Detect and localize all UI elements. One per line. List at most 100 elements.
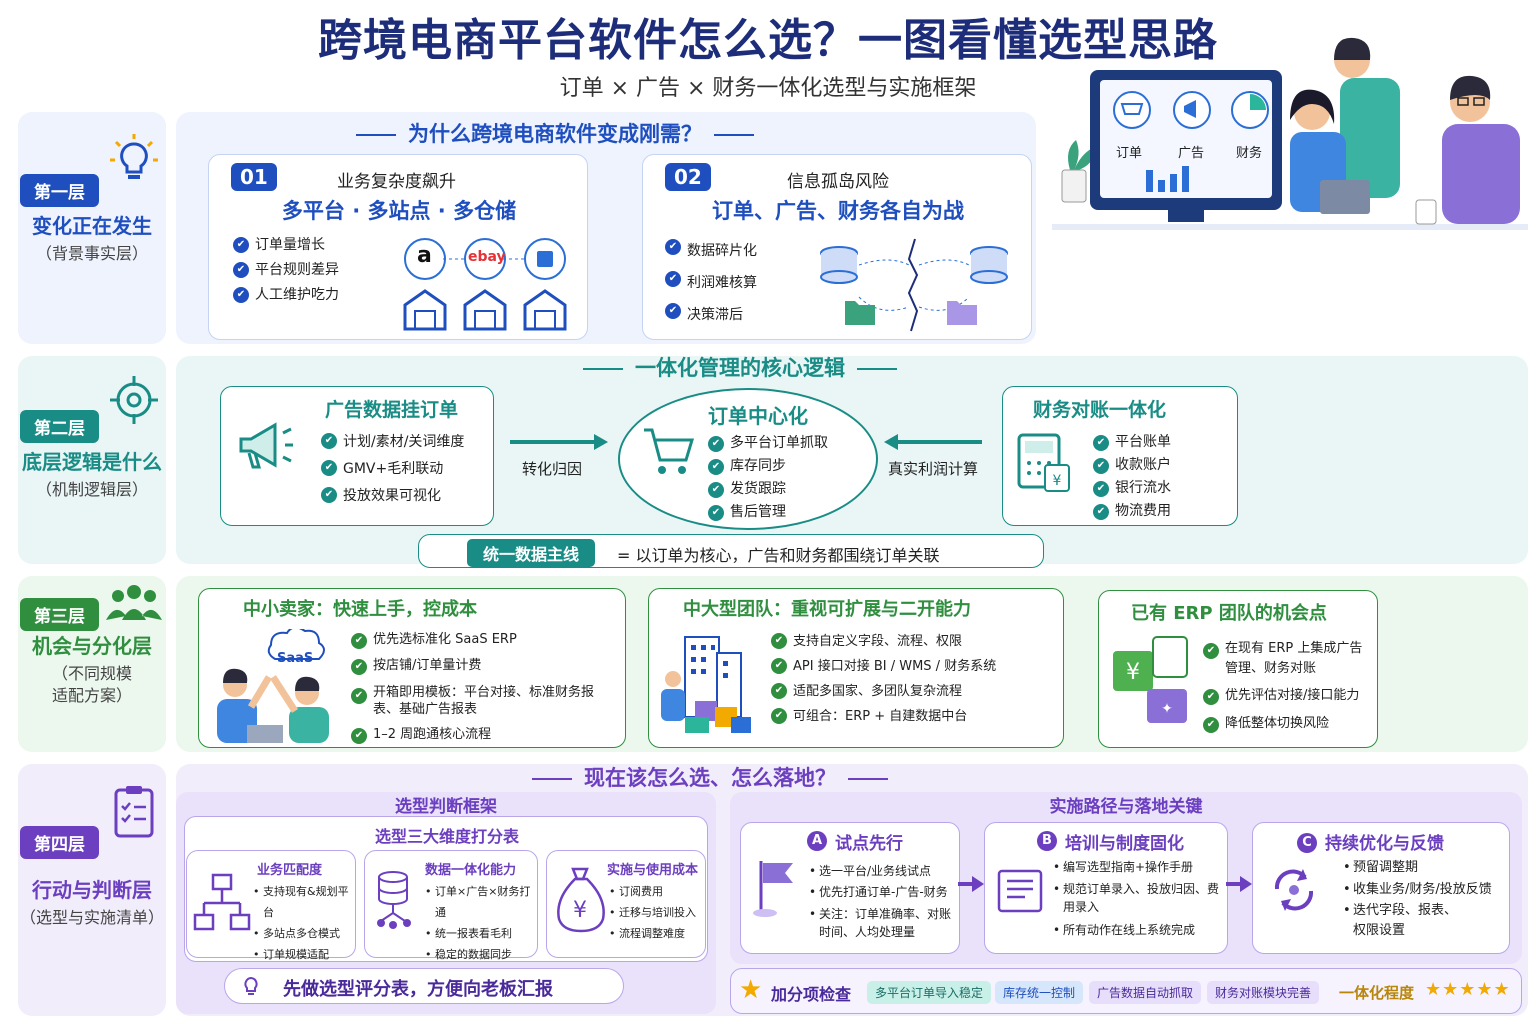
layer2-sidebar: 第二层 底层逻辑是什么 （机制逻辑层）	[18, 356, 166, 564]
cycle-gear-icon	[1274, 869, 1314, 911]
list-item: 按店铺/订单量计费	[351, 655, 617, 677]
list-item: 所有动作在线上系统完成	[1051, 920, 1223, 941]
list-item: 统一报表看毛利	[423, 923, 537, 944]
scorecard-title: 选型三大维度打分表	[374, 827, 519, 846]
list-item: 收款账户	[1093, 454, 1171, 477]
existing-erp-card: 已有 ERP 团队的机会点 ¥✦ 在现有 ERP 上集成广告管理、财务对账 优先…	[1098, 590, 1378, 748]
large-team-card: 中大型团队：重视可扩展与二开能力 支持自定义字段、流程、权限 API 接口对接 …	[648, 588, 1064, 748]
step-title: 持续优化与反馈	[1325, 834, 1444, 854]
step-letter: C	[1297, 833, 1317, 853]
list-item: 优先选标准化 SaaS ERP	[351, 629, 617, 651]
page-title: 跨境电商平台软件怎么选？一图看懂选型思路	[318, 15, 1218, 66]
small-seller-list: 优先选标准化 SaaS ERP 按店铺/订单量计费 开箱即用模板：平台对接、标准…	[351, 629, 617, 746]
finance-card: ¥ 财务对账一体化 平台账单 收款账户 银行流水 物流费用	[1002, 386, 1238, 526]
dimension-cost: ¥ 实施与使用成本 订阅费用 迁移与培训投入 流程调整难度	[546, 850, 706, 958]
silo-list: 数据碎片化 利润难核算 决策滞后	[665, 235, 757, 331]
path-panel: 实施路径与落地关键 A 试点先行 选一平台/业务线试点 优先打通订单-广告-财务…	[730, 792, 1522, 964]
page-subtitle: 订单 × 广告 × 财务一体化选型与实施框架	[559, 76, 977, 101]
bonus-tag: 库存统一控制	[995, 981, 1084, 1004]
framework-title: 选型判断框架	[395, 797, 497, 817]
layer1-sidebar: 第一层 变化正在发生 （背景事实层）	[18, 112, 166, 344]
layer2-heading-text: 一体化管理的核心逻辑	[635, 356, 845, 380]
layer3-sidebar: 第三层 机会与分化层 （不同规模 适配方案）	[18, 576, 166, 752]
list-item: 适配多国家、多团队复杂流程	[771, 679, 996, 704]
list-item: 1–2 周跑通核心流程	[351, 724, 617, 746]
layer1-name: 变化正在发生	[32, 214, 152, 238]
list-item: 规范订单录入、投放归因、费用录入	[1051, 880, 1223, 916]
calculator-icon: ¥	[1017, 433, 1070, 492]
list-item: 决策滞后	[665, 299, 757, 331]
list-item: 计划/素材/关词维度	[321, 429, 464, 456]
hero-illustration: 订单 广告 财务	[1050, 20, 1530, 232]
dimension-list: 订单×广告×财务打通 统一报表看毛利 稳定的数据同步	[423, 881, 537, 965]
list-item: 可组合：ERP + 自建数据中台	[771, 704, 996, 729]
list-item: 订单量增长	[233, 233, 339, 258]
bonus-tag: 广告数据自动抓取	[1089, 981, 1202, 1004]
list-item: 售后管理	[708, 501, 828, 524]
puzzle-icon: ¥✦	[1113, 636, 1188, 723]
high-five-icon	[217, 629, 329, 743]
list-item: 多站点多仓模式	[251, 923, 355, 944]
platform-warehouse-icons	[403, 238, 567, 331]
framework-panel: 选型判断框架 选型三大维度打分表 业务匹配度 支持现有&规划平台 多站点多仓模式…	[176, 792, 716, 1014]
step-letter: B	[1037, 831, 1057, 851]
step-a-card: A 试点先行 选一平台/业务线试点 优先打通订单-广告-财务 关注：订单准确率、…	[740, 822, 960, 954]
list-item: 预留调整期	[1341, 857, 1507, 879]
lightbulb-icon	[244, 976, 258, 995]
card-number: 02	[665, 163, 711, 191]
list-item: 平台账单	[1093, 431, 1171, 454]
list-item: GMV+毛利联动	[321, 456, 464, 483]
saas-label: SaaS	[277, 651, 314, 666]
complexity-list: 订单量增长 平台规则差异 人工维护吃力	[233, 233, 339, 308]
lightbulb-icon	[110, 134, 159, 179]
layer1-card-silo: 02 信息孤岛风险 订单、广告、财务各自为战 数据碎片化 利润难核算 决策滞后	[642, 154, 1032, 340]
card-title: 信息孤岛风险	[787, 172, 889, 192]
list-item: 数据碎片化	[665, 235, 757, 267]
ebay-logo: ebay	[468, 249, 506, 265]
small-seller-title: 中小卖家：快速上手，控成本	[243, 599, 477, 620]
layer1-badge: 第一层	[19, 174, 99, 207]
step-list: 预留调整期 收集业务/财务/投放反馈 迭代字段、报表、权限设置	[1341, 857, 1507, 941]
list-item: 库存同步	[708, 455, 828, 478]
path-title: 实施路径与落地关键	[1049, 797, 1203, 817]
large-team-list: 支持自定义字段、流程、权限 API 接口对接 BI / WMS / 财务系统 适…	[771, 629, 996, 729]
cart-icon	[644, 428, 695, 474]
layer2-heading: 一体化管理的核心逻辑	[540, 352, 940, 382]
dimension-list: 支持现有&规划平台 多站点多仓模式 订单规模适配	[251, 881, 355, 965]
rating-stars: ★★★★★	[1425, 979, 1511, 1000]
step-title: 试点先行	[835, 834, 903, 854]
list-item: 稳定的数据同步	[423, 944, 537, 965]
existing-erp-title: 已有 ERP 团队的机会点	[1131, 603, 1327, 624]
list-item: 选一平台/业务线试点	[807, 861, 957, 882]
layer2-badge: 第二层	[19, 410, 99, 443]
ads-card-title: 广告数据挂订单	[325, 399, 459, 421]
list-item: 关注：订单准确率、对账时间、人均处理量	[807, 905, 957, 941]
card-headline: 多平台 · 多站点 · 多仓储	[281, 199, 517, 223]
mainline-tag: 统一数据主线	[467, 539, 596, 567]
layer4-sidebar: 第四层 行动与判断层 （选型与实施清单）	[18, 764, 166, 1016]
team-icon	[106, 585, 163, 620]
finance-list: 平台账单 收款账户 银行流水 物流费用	[1093, 431, 1171, 523]
database-network-icon	[377, 871, 411, 929]
layer3-badge: 第三层	[19, 598, 99, 631]
list-item: 编写选型指南+操作手册	[1051, 857, 1223, 878]
list-item: 银行流水	[1093, 477, 1171, 500]
arrow-left-icon	[884, 434, 982, 450]
layer4-name: 行动与判断层	[32, 878, 152, 902]
step-c-card: C 持续优化与反馈 预留调整期 收集业务/财务/投放反馈 迭代字段、报表、权限设…	[1252, 822, 1510, 954]
step-list: 编写选型指南+操作手册 规范订单录入、投放归因、费用录入 所有动作在线上系统完成	[1051, 857, 1223, 941]
list-item: 迭代字段、报表、权限设置	[1341, 901, 1461, 941]
layer4-heading-text: 现在该怎么选、怎么落地？	[584, 766, 836, 790]
list-item: 利润难核算	[665, 267, 757, 299]
bonus-tag: 多平台订单导入稳定	[867, 981, 992, 1004]
order-center-title: 订单中心化	[708, 404, 808, 428]
layer4-badge: 第四层	[19, 826, 99, 859]
step-b-card: B 培训与制度固化 编写选型指南+操作手册 规范订单录入、投放归因、费用录入 所…	[984, 822, 1228, 954]
list-item: 优先评估对接/接口能力	[1203, 685, 1375, 707]
database-silo-icon	[820, 238, 1008, 332]
dimension-title: 业务匹配度	[257, 863, 323, 878]
org-chart-icon	[193, 873, 251, 931]
list-item: 多平台订单抓取	[708, 432, 828, 455]
layer2-sub: （机制逻辑层）	[35, 480, 148, 499]
